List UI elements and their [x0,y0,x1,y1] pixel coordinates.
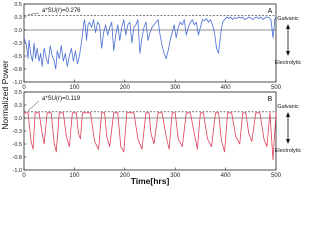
y-tick-label: 0.0 [14,28,22,34]
y-tick-label: -0.3 [13,129,22,135]
x-tick-label: 100 [69,173,80,179]
x-tick-label: 300 [170,85,181,91]
annotation-leader [27,100,40,111]
y-axis-label: Normalized Power [0,60,10,130]
x-tick-label: 200 [120,173,131,179]
y-tick-label: 0.0 [14,116,22,122]
threshold-annotation: a*SU(r)=0.119 [42,96,81,102]
y-tick-label: 0.3 [14,15,22,21]
panel-b: 0.5 0.3 0.0 -0.3 -0.5 -0.8 -1.00 100 200 300 400 50… [13,90,301,179]
y-tick-label: -1.0 [13,80,22,86]
x-tick-label: 400 [221,173,232,179]
y-tick-label: -0.8 [13,67,22,73]
x-tick-label: 400 [221,85,232,91]
x-tick-label: 0 [22,85,26,91]
y-tick-label: -0.3 [13,41,22,47]
y-tick-label: -0.5 [13,54,22,60]
threshold-annotation: a*SU(r)=0.276 [42,8,81,14]
x-axis-label: Time[hrs] [131,176,170,186]
x-tick-label: 200 [120,85,131,91]
annotation-leader [27,12,40,15]
panel-label: B [268,96,273,103]
x-tick-label: 500 [271,173,282,179]
panel-a: 0.5 0.3 0.0 -0.3 -0.5 -0.8 -1.00 100 200 300 400 50… [13,2,301,91]
y-tick-label: 0.5 [14,90,22,96]
galvanic-label: Galvanic [277,104,299,110]
arrow-down-icon [286,51,290,56]
y-tick-label: 0.3 [14,103,22,109]
electrolytic-label: Electrolytic [275,60,301,66]
y-tick-label: 0.5 [14,2,22,8]
series-line [24,112,277,161]
y-tick-label: -0.8 [13,155,22,161]
panel-label: A [268,8,273,15]
electrolytic-label: Electrolytic [275,148,301,154]
y-tick-label: -0.5 [13,142,22,148]
arrow-down-icon [286,139,290,144]
series-line [23,16,277,70]
x-tick-label: 0 [22,173,26,179]
x-tick-label: 100 [69,85,80,91]
arrow-up-icon [286,24,290,29]
y-tick-label: -1.0 [13,168,22,174]
x-tick-label: 500 [271,85,282,91]
x-tick-label: 300 [170,173,181,179]
plot-frame [23,91,277,171]
arrow-up-icon [286,112,290,117]
figure-canvas: Normalized Power Time[hrs] 0.5 0.3 0.0 -0.3… [0,2,301,186]
galvanic-label: Galvanic [277,16,299,22]
